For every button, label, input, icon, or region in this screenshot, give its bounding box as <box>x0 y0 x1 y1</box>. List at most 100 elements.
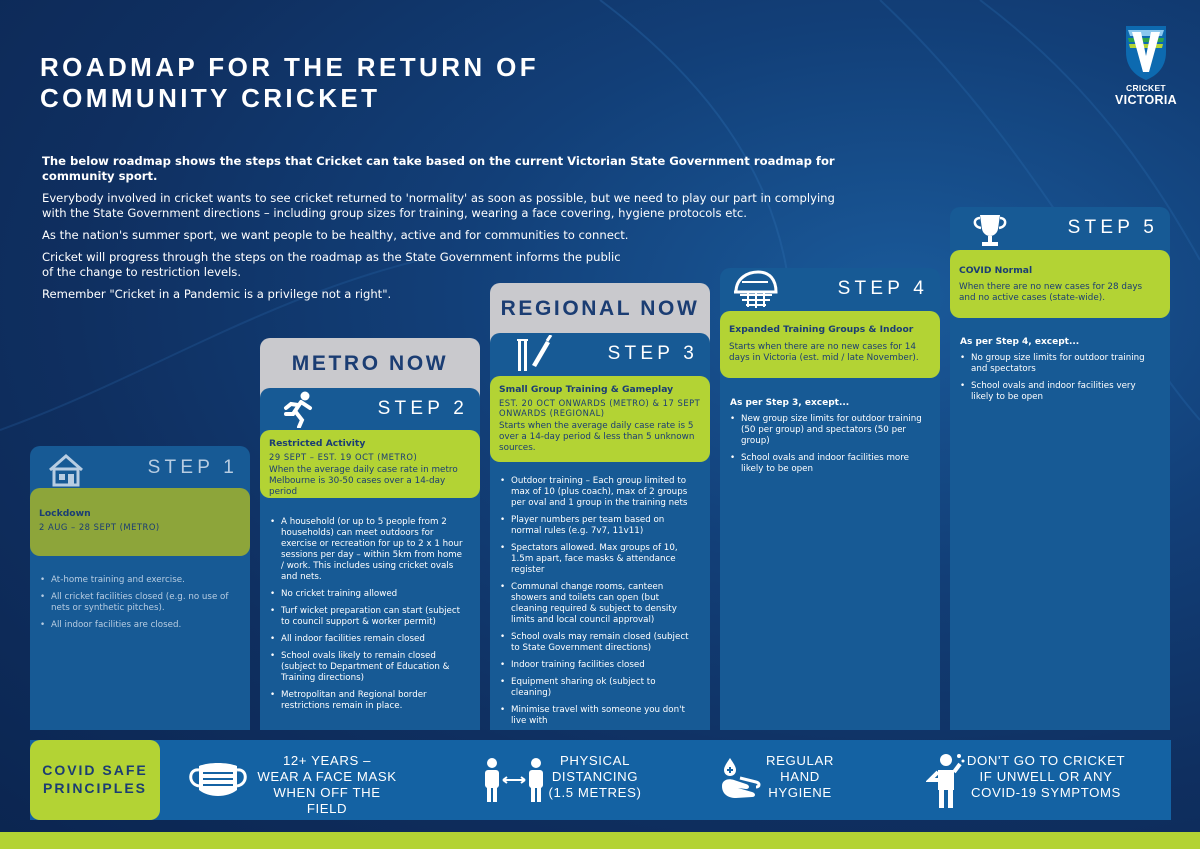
step-3-dates: EST. 20 OCT ONWARDS (METRO) & 17 SEPT ON… <box>499 398 701 418</box>
principle-stay-home-if-unwell: DON'T GO TO CRICKET IF UNWELL OR ANY COV… <box>960 753 1132 801</box>
step-5-bullets: No group size limits for outdoor trainin… <box>950 353 1170 409</box>
step-3-heading: STEP 3 <box>607 343 698 364</box>
house-icon <box>49 454 83 487</box>
list-item: Metropolitan and Regional border restric… <box>270 690 466 712</box>
list-item: School ovals and indoor facilities more … <box>730 453 926 475</box>
step-3-column: STEP 3 Small Group Training & Gameplay E… <box>490 333 710 730</box>
list-item: Outdoor training – Each group limited to… <box>500 476 696 509</box>
list-item: School ovals may remain closed (subject … <box>500 632 696 654</box>
step-5-as-per: As per Step 4, except... <box>960 337 1080 347</box>
step-1-title: Lockdown <box>39 508 91 519</box>
step-2-dates: 29 SEPT – EST. 19 OCT (METRO) <box>269 452 418 462</box>
step-4-title: Expanded Training Groups & Indoor <box>729 324 914 335</box>
list-item: No cricket training allowed <box>270 589 466 600</box>
step-2-heading: STEP 2 <box>377 398 468 419</box>
list-item: At-home training and exercise. <box>40 575 236 586</box>
logo-text-top: CRICKET <box>1126 83 1166 93</box>
step-1-heading: STEP 1 <box>147 457 238 478</box>
list-item: Turf wicket preparation can start (subje… <box>270 606 466 628</box>
step-1-dates: 2 AUG – 28 SEPT (METRO) <box>39 522 160 532</box>
covid-safe-badge: COVID SAFE PRINCIPLES <box>30 740 160 820</box>
step-3-summary-box: Small Group Training & Gameplay EST. 20 … <box>490 376 710 462</box>
step-1-summary-box: Lockdown 2 AUG – 28 SEPT (METRO) <box>30 488 250 556</box>
hand-hygiene-icon <box>722 758 761 798</box>
principle-line: DISTANCING <box>551 769 639 784</box>
principle-line: DON'T GO TO CRICKET <box>966 753 1126 768</box>
step-3-description: Starts when the average daily case rate … <box>499 421 695 453</box>
list-item: School ovals likely to remain closed (su… <box>270 651 466 684</box>
face-mask-icon <box>189 763 247 796</box>
principle-line: PHYSICAL <box>559 753 631 768</box>
list-item: All cricket facilities closed (e.g. no u… <box>40 592 236 614</box>
list-item: Indoor training facilities closed <box>500 660 696 671</box>
principle-face-mask: 12+ YEARS – WEAR A FACE MASK WHEN OFF TH… <box>252 753 402 817</box>
title-line-2: COMMUNITY CRICKET <box>40 83 381 113</box>
cricket-helmet-icon <box>734 270 778 308</box>
step-2-column: STEP 2 Restricted Activity 29 SEPT – EST… <box>260 388 480 730</box>
step-2-summary-box: Restricted Activity 29 SEPT – EST. 19 OC… <box>260 430 480 498</box>
badge-line-2: PRINCIPLES <box>42 780 147 796</box>
bottom-accent-bar <box>0 832 1200 849</box>
shield-v-icon <box>1126 26 1166 80</box>
step-4-summary-box: Expanded Training Groups & Indoor Starts… <box>720 311 940 378</box>
step-4-column: STEP 4 Expanded Training Groups & Indoor… <box>720 268 940 730</box>
list-item: New group size limits for outdoor traini… <box>730 414 926 447</box>
list-item: All indoor facilities remain closed <box>270 634 466 645</box>
principle-hand-hygiene: REGULAR HAND HYGIENE <box>760 753 840 801</box>
principle-line: WHEN OFF THE FIELD <box>273 785 381 816</box>
list-item: Player numbers per team based on normal … <box>500 515 696 537</box>
step-5-column: STEP 5 COVID Normal When there are no ne… <box>950 207 1170 730</box>
step-3-title: Small Group Training & Gameplay <box>499 384 674 395</box>
principle-line: (1.5 METRES) <box>548 785 642 800</box>
step-4-heading: STEP 4 <box>837 278 928 299</box>
step-4-as-per: As per Step 3, except... <box>730 398 850 408</box>
step-2-description: When the average daily case rate in metr… <box>269 465 458 497</box>
principle-line: HYGIENE <box>768 785 832 800</box>
step-3-bullets: Outdoor training – Each group limited to… <box>490 476 710 733</box>
step-5-summary-box: COVID Normal When there are no new cases… <box>950 250 1170 318</box>
metro-now-label: METRO NOW <box>291 352 449 375</box>
principle-line: WEAR A FACE MASK <box>257 769 397 784</box>
list-item: All indoor facilities are closed. <box>40 620 236 631</box>
logo-text-bottom: VICTORIA <box>1115 93 1177 107</box>
principle-line: HAND <box>780 769 820 784</box>
principle-line: COVID-19 SYMPTOMS <box>971 785 1121 800</box>
cricket-bat-stumps-icon <box>517 335 553 371</box>
list-item: A household (or up to 5 people from 2 ho… <box>270 517 466 583</box>
physical-distancing-icon <box>485 758 543 802</box>
step-1-column: STEP 1 Lockdown 2 AUG – 28 SEPT (METRO) … <box>30 446 250 730</box>
intro-paragraph: Everybody involved in cricket wants to s… <box>42 191 835 220</box>
intro-paragraph: As the nation's summer sport, we want pe… <box>42 228 629 242</box>
intro-text: The below roadmap shows the steps that C… <box>42 154 862 309</box>
principle-line: IF UNWELL OR ANY <box>979 769 1113 784</box>
list-item: No group size limits for outdoor trainin… <box>960 353 1156 375</box>
regional-now-label: REGIONAL NOW <box>500 297 700 320</box>
title-line-1: ROADMAP FOR THE RETURN OF <box>40 52 540 82</box>
trophy-icon <box>973 215 1007 246</box>
step-2-bullets: A household (or up to 5 people from 2 ho… <box>260 517 480 718</box>
runner-icon <box>284 391 312 428</box>
cricket-victoria-logo: CRICKET VICTORIA <box>1108 22 1184 114</box>
list-item: Equipment sharing ok (subject to cleanin… <box>500 677 696 699</box>
list-item: Spectators allowed. Max groups of 10, 1.… <box>500 543 696 576</box>
intro-paragraph: Cricket will progress through the steps … <box>42 250 621 279</box>
covid-safe-principles-bar: COVID SAFE PRINCIPLES 12+ YEARS – WEAR A… <box>30 740 1171 820</box>
step-4-description: Starts when there are no new cases for 1… <box>729 342 919 363</box>
step-2-title: Restricted Activity <box>269 438 366 449</box>
step-1-bullets: At-home training and exercise. All crick… <box>30 575 250 637</box>
list-item: Communal change rooms, canteen showers a… <box>500 582 696 626</box>
unwell-person-icon <box>926 754 965 808</box>
step-5-description: When there are no new cases for 28 days … <box>959 282 1143 303</box>
principle-line: 12+ YEARS – <box>282 753 372 768</box>
list-item: School ovals and indoor facilities very … <box>960 381 1156 403</box>
step-4-bullets: New group size limits for outdoor traini… <box>720 414 940 481</box>
principle-physical-distancing: PHYSICAL DISTANCING (1.5 METRES) <box>540 753 650 801</box>
badge-line-1: COVID SAFE <box>42 762 148 778</box>
step-5-title: COVID Normal <box>959 265 1033 276</box>
step-5-heading: STEP 5 <box>1067 217 1158 238</box>
page-title: ROADMAP FOR THE RETURN OF COMMUNITY CRIC… <box>40 52 680 114</box>
intro-paragraph: Remember "Cricket in a Pandemic is a pri… <box>42 287 392 301</box>
intro-paragraph: The below roadmap shows the steps that C… <box>42 154 835 183</box>
principle-line: REGULAR <box>766 753 834 768</box>
list-item: Minimise travel with someone you don't l… <box>500 705 696 727</box>
